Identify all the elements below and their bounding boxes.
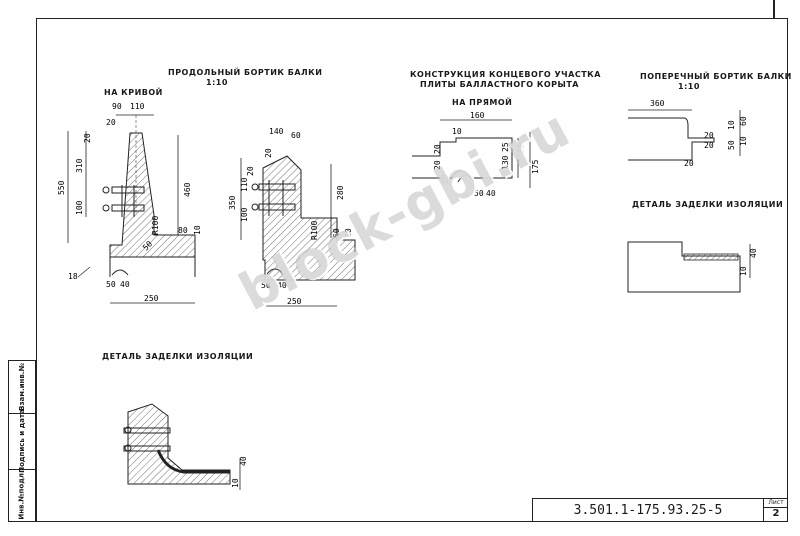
dim-label: 18 (68, 272, 78, 281)
dim-label: 20 (246, 166, 255, 176)
dim-label: 40 (486, 189, 496, 198)
dim-label: 100 (75, 200, 84, 215)
dim-label: 140 (269, 127, 284, 136)
side-stamp-cell: Взам.инв.№ (9, 361, 35, 414)
dim-label: 40 (120, 280, 130, 289)
dim-label: 100 (240, 207, 249, 222)
dim-label: 10 (727, 120, 736, 130)
dim-label: 40 (277, 281, 287, 290)
dim-label: 110 (240, 177, 249, 192)
dim-label: 10 (739, 266, 748, 276)
end-section-drawing: 160 10 25 20 20 20 130 175 20 50 40 (412, 111, 540, 198)
dim-label: 360 (650, 99, 665, 108)
heading-ballast-slab: ПЛИТЫ БАЛЛАСТНОГО КОРЫТА (420, 80, 579, 89)
dim-label: 350 (228, 195, 237, 210)
document-code: 3.501.1-175.93.25-5 (573, 502, 723, 518)
dim-label: 20 (704, 131, 714, 140)
insulation-detail-right-drawing: 40 10 (627, 241, 758, 293)
dim-label: R100 (151, 216, 160, 235)
dim-label: 25 (501, 142, 510, 152)
dim-label: 20 (684, 159, 694, 168)
insulation-detail-left-drawing: 40 10 (123, 403, 248, 490)
sheet-cell: Лист 2 (763, 499, 788, 521)
dim-label: 50 (474, 189, 484, 198)
dim-label: 460 (183, 182, 192, 197)
heading-longitudinal-curb: ПРОДОЛЬНЫЙ БОРТИК БАЛКИ (168, 68, 323, 77)
dim-label: 10 (193, 225, 202, 235)
dim-label: 20 (441, 174, 450, 184)
side-stamp-cell: Инв.№подл. (9, 469, 35, 521)
dim-label: 310 (75, 158, 84, 173)
dim-label: 20 (433, 160, 442, 170)
dim-label: 60 (332, 228, 341, 238)
dim-label: 550 (57, 180, 66, 195)
heading-on-curve: НА КРИВОЙ (104, 88, 163, 97)
dim-label: 20 (264, 148, 273, 158)
dim-label: 50 (106, 280, 116, 289)
drawing-frame (36, 18, 788, 522)
dim-label: 50 (727, 140, 736, 150)
dim-label: 130 (501, 155, 510, 170)
dim-label: 10 (739, 136, 748, 146)
dim-label: 20 (517, 144, 526, 154)
dim-label: 250 (287, 297, 302, 306)
heading-insulation-detail-left: ДЕТАЛЬ ЗАДЕЛКИ ИЗОЛЯЦИИ (102, 352, 254, 361)
heading-on-straight: НА ПРЯМОЙ (452, 98, 513, 107)
side-stamp-label: Взам.инв.№ (18, 363, 27, 411)
dim-label: 20 (106, 118, 116, 127)
dim-label: 50 (261, 281, 271, 290)
dim-label: 175 (531, 159, 540, 174)
dim-label: 90 (112, 102, 122, 111)
longitudinal-curb-curve-drawing: 90 110 20 20 310 550 100 460 R100 80 10 … (57, 102, 202, 304)
dim-label: 20 (433, 144, 442, 154)
side-stamp-label: Инв.№подл. (18, 470, 27, 520)
heading-insulation-detail-right: ДЕТАЛЬ ЗАДЕЛКИ ИЗОЛЯЦИИ (632, 200, 784, 209)
dim-label: 20 (704, 141, 714, 150)
heading-longitudinal-scale: 1:10 (206, 78, 228, 87)
heading-end-section: КОНСТРУКЦИЯ КОНЦЕВОГО УЧАСТКА (410, 70, 601, 79)
sheet-number: 2 (772, 508, 780, 519)
side-stamp-cell: Подпись и дата (9, 409, 35, 473)
title-block: 3.501.1-175.93.25-5 Лист 2 (532, 498, 788, 522)
dim-label: 60 (739, 116, 748, 126)
heading-transverse-scale: 1:10 (678, 82, 700, 91)
dim-label: 60 (291, 131, 301, 140)
longitudinal-curb-straight-drawing: 140 60 20 20 350 110 100 280 R100 60 10 … (228, 127, 356, 307)
side-stamp: Взам.инв.№ Подпись и дата Инв.№подл. (8, 360, 36, 522)
transverse-curb-drawing: 360 60 10 20 20 50 10 20 (628, 99, 748, 168)
dim-label: 20 (83, 133, 92, 143)
dim-label: 10 (452, 127, 462, 136)
dim-label: 160 (470, 111, 485, 120)
heading-transverse-curb: ПОПЕРЕЧНЫЙ БОРТИК БАЛКИ (640, 72, 792, 81)
dim-label: 40 (239, 456, 248, 466)
dim-label: 110 (130, 102, 145, 111)
top-tick-mark (773, 0, 775, 18)
dim-label: 280 (336, 185, 345, 200)
side-stamp-label: Подпись и дата (18, 409, 27, 473)
dim-label: 40 (749, 248, 758, 258)
dim-label: R100 (310, 221, 319, 240)
dim-label: 80 (178, 226, 188, 235)
dim-label: 250 (144, 294, 159, 303)
sheet-label: Лист (764, 499, 788, 508)
dim-label: 10 (344, 228, 353, 238)
dim-label: 10 (231, 478, 240, 488)
